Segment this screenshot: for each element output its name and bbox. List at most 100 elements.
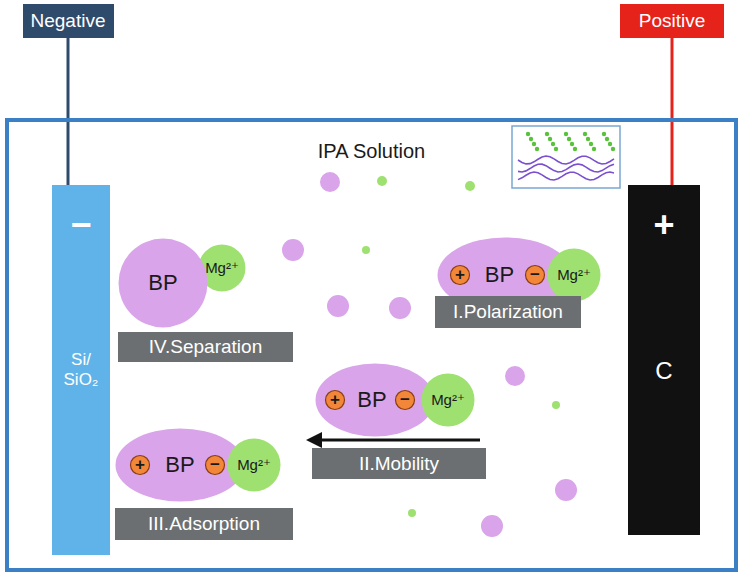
ion-particle: [481, 515, 503, 537]
intercalated-ion: [592, 147, 596, 151]
particle-shape: [526, 266, 545, 285]
particle-node: BP + −: [115, 428, 245, 502]
intercalated-ion: [554, 147, 558, 151]
ion-particle: [465, 181, 475, 191]
inset-frame: [512, 126, 620, 188]
particle-node: −: [205, 455, 225, 475]
intercalated-ion: [605, 137, 609, 141]
particle-node: Mg²⁺: [547, 248, 601, 302]
intercalated-ion: [608, 142, 612, 146]
node-text: Mg²⁺: [557, 266, 591, 284]
particle-node: BP + −: [315, 363, 435, 437]
particle-node: BP: [118, 238, 208, 328]
phosphorene-layer: [518, 164, 614, 172]
intercalated-ion: [567, 137, 571, 141]
intercalated-ion: [589, 142, 593, 146]
intercalated-ion: [535, 147, 539, 151]
electrode-wire: [67, 38, 70, 185]
ion-particle: [362, 246, 370, 254]
particle-shape: [396, 391, 415, 410]
node-text: +: [135, 455, 145, 475]
node-text: −: [400, 390, 410, 410]
ion-particle: [282, 239, 304, 261]
particle-node: −: [395, 390, 415, 410]
intercalated-ion: [573, 147, 577, 151]
node-text: −: [530, 265, 540, 285]
particle-shape: [326, 391, 345, 410]
particle-node: Mg²⁺: [227, 438, 281, 492]
labeled-box: − Si/ SiO₂: [52, 185, 110, 555]
labeled-box: +C: [628, 185, 700, 535]
ion-particle: [408, 509, 416, 517]
intercalated-ion: [545, 132, 549, 136]
particle-shape: [228, 439, 281, 492]
particle-shape: [119, 239, 208, 328]
intercalated-ion: [529, 137, 533, 141]
node-text: BP: [148, 270, 177, 296]
node-text: BP: [485, 262, 514, 288]
node-text: BP: [357, 387, 386, 413]
node-text: −: [210, 455, 220, 475]
node-text: Negative: [31, 10, 106, 33]
ion-particle: [552, 401, 560, 409]
intercalated-ion: [583, 132, 587, 136]
intercalated-ion: [564, 132, 568, 136]
node-text: IPA Solution: [318, 139, 425, 163]
node-text: +: [653, 203, 674, 246]
phosphorene-layer: [518, 172, 614, 180]
intercalated-ion: [586, 137, 590, 141]
node-text: C: [655, 356, 672, 385]
particle-shape: [548, 249, 601, 302]
motion-arrow-shaft: [320, 439, 480, 442]
node-text: IV.Separation: [149, 336, 262, 359]
motion-arrow-head: [306, 432, 322, 448]
particle-node: −: [525, 265, 545, 285]
labeled-box: IV.Separation: [118, 332, 293, 362]
labeled-box: I.Polarization: [435, 296, 581, 328]
labeled-box: II.Mobility: [312, 448, 486, 479]
ion-particle: [389, 297, 411, 319]
node-text: +: [330, 390, 340, 410]
node-text: Positive: [639, 10, 706, 33]
node-text: Mg²⁺: [237, 456, 271, 474]
ion-particle: [505, 366, 525, 386]
ion-particle: [327, 295, 349, 317]
particle-shape: [451, 266, 470, 285]
labeled-box: Positive: [620, 4, 724, 38]
particle-node: +: [130, 455, 150, 475]
crystal-inset: [512, 126, 620, 188]
node-text: III.Adsorption: [148, 513, 260, 536]
particle-shape: [316, 364, 435, 437]
intercalated-ion: [602, 132, 606, 136]
intercalated-ion: [611, 147, 615, 151]
particle-node: +: [450, 265, 470, 285]
labeled-box: IPA Solution−Si/ SiO₂+CMg²⁺BP+−Mg²⁺BPI.P…: [5, 118, 738, 572]
electrode-wire: [671, 38, 674, 185]
intercalated-ion: [532, 142, 536, 146]
particle-node: +: [325, 390, 345, 410]
node-text: Mg²⁺: [431, 391, 465, 409]
intercalated-ion: [526, 132, 530, 136]
labeled-box: III.Adsorption: [115, 508, 293, 540]
node-text: BP: [165, 452, 194, 478]
particle-shape: [422, 374, 475, 427]
intercalated-ion: [548, 137, 552, 141]
particle-shape: [206, 456, 225, 475]
intercalated-ion: [551, 142, 555, 146]
node-text: I.Polarization: [453, 301, 563, 324]
ion-particle: [555, 479, 577, 501]
node-text: II.Mobility: [359, 452, 439, 475]
particle-node: Mg²⁺: [421, 373, 475, 427]
node-text: +: [455, 265, 465, 285]
node-text: Si/ SiO₂: [54, 350, 108, 391]
ion-particle: [320, 172, 340, 192]
particle-shape: [116, 429, 245, 502]
particle-shape: [131, 456, 150, 475]
ion-particle: [377, 176, 387, 186]
node-text: −: [70, 203, 91, 246]
node-text: Mg²⁺: [205, 259, 239, 277]
intercalated-ion: [570, 142, 574, 146]
labeled-box: Negative: [23, 4, 114, 38]
phosphorene-layer: [518, 156, 614, 164]
